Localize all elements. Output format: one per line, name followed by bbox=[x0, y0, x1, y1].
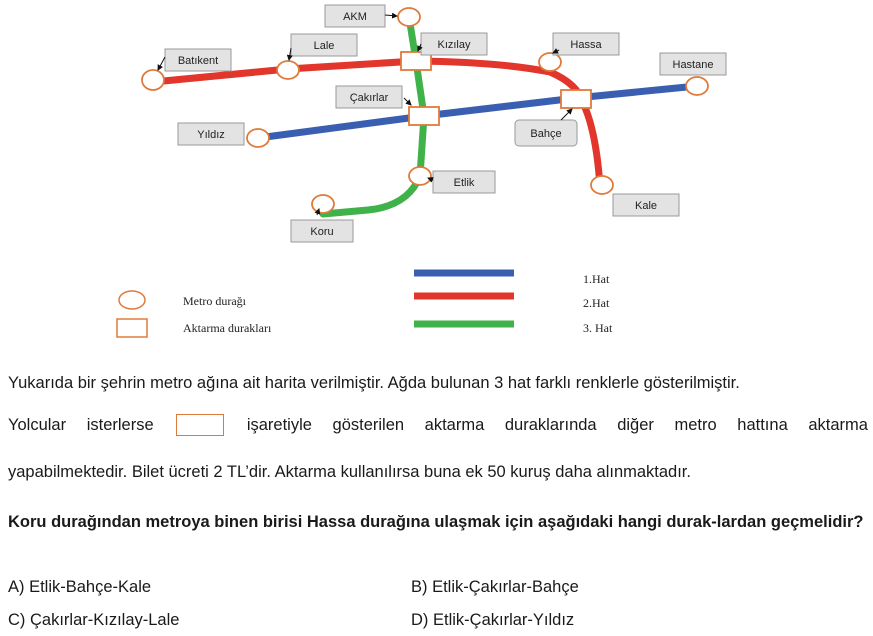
label-cakirlar: Çakırlar bbox=[350, 92, 389, 104]
word: aktarma bbox=[808, 416, 868, 434]
word: metro bbox=[674, 416, 717, 434]
legend-line-2-label: 2.Hat bbox=[583, 296, 610, 310]
legend-line-1-label: 1.Hat bbox=[583, 272, 610, 286]
station-akm bbox=[397, 7, 421, 27]
word: duraklarında bbox=[504, 416, 597, 434]
question-text: Koru durağından metroya binen birisi Has… bbox=[8, 513, 864, 531]
legend-metro-stop-label: Metro durağı bbox=[183, 294, 247, 308]
label-kale: Kale bbox=[635, 200, 657, 212]
word: hattına bbox=[737, 416, 788, 434]
station-etlik bbox=[408, 166, 432, 186]
legend-metro-stop-symbol bbox=[118, 290, 146, 310]
label-lale: Lale bbox=[314, 40, 335, 52]
station-hassa bbox=[538, 52, 562, 72]
label-batikent: Batıkent bbox=[178, 55, 218, 67]
transfer-bahce bbox=[560, 89, 592, 109]
line-1-blue bbox=[254, 82, 701, 142]
station-yildiz bbox=[246, 128, 270, 148]
word: gösterilen bbox=[332, 416, 405, 434]
label-koru: Koru bbox=[310, 226, 333, 238]
option-d[interactable]: D) Etlik-Çakırlar-Yıldız bbox=[411, 611, 575, 629]
legend-line-3-label: 3. Hat bbox=[583, 321, 613, 335]
word: diğer bbox=[617, 416, 654, 434]
label-hastane: Hastane bbox=[673, 59, 714, 71]
word: aktarma bbox=[424, 416, 485, 434]
station-lale bbox=[276, 60, 300, 80]
transfer-box-symbol bbox=[176, 414, 225, 436]
word: işaretiyle bbox=[246, 416, 312, 434]
label-etlik: Etlik bbox=[454, 177, 475, 189]
station-batikent bbox=[141, 69, 165, 91]
option-c[interactable]: C) Çakırlar-Kızılay-Lale bbox=[8, 611, 180, 629]
word: Yolcular bbox=[8, 416, 67, 434]
line-2-red bbox=[149, 57, 604, 190]
legend-transfer-symbol bbox=[116, 318, 148, 338]
label-bahce: Bahçe bbox=[530, 128, 561, 140]
legend-transfer-label: Aktarma durakları bbox=[183, 321, 272, 335]
station-koru bbox=[311, 194, 335, 214]
label-yildiz: Yıldız bbox=[197, 129, 225, 141]
line-3-green bbox=[319, 13, 428, 218]
option-a[interactable]: A) Etlik-Bahçe-Kale bbox=[8, 578, 152, 596]
word: isterlerse bbox=[86, 416, 154, 434]
label-kizilay: Kızılay bbox=[437, 39, 471, 51]
option-b[interactable]: B) Etlik-Çakırlar-Bahçe bbox=[411, 578, 579, 596]
station-kale bbox=[590, 175, 614, 195]
station-hastane bbox=[685, 76, 709, 96]
label-hassa: Hassa bbox=[570, 39, 602, 51]
metro-map: AKM Kızılay Batıkent Lale Hassa Hastane … bbox=[116, 4, 727, 338]
transfer-kizilay bbox=[400, 51, 432, 71]
transfer-cakirlar bbox=[408, 106, 440, 126]
paragraph-transfer: Yolcular isterlerse işaretiyle gösterile… bbox=[8, 414, 868, 436]
paragraph-intro: Yukarıda bir şehrin metro ağına ait hari… bbox=[8, 374, 740, 392]
label-akm: AKM bbox=[343, 11, 367, 23]
paragraph-fare: yapabilmektedir. Bilet ücreti 2 TL’dir. … bbox=[8, 463, 691, 481]
